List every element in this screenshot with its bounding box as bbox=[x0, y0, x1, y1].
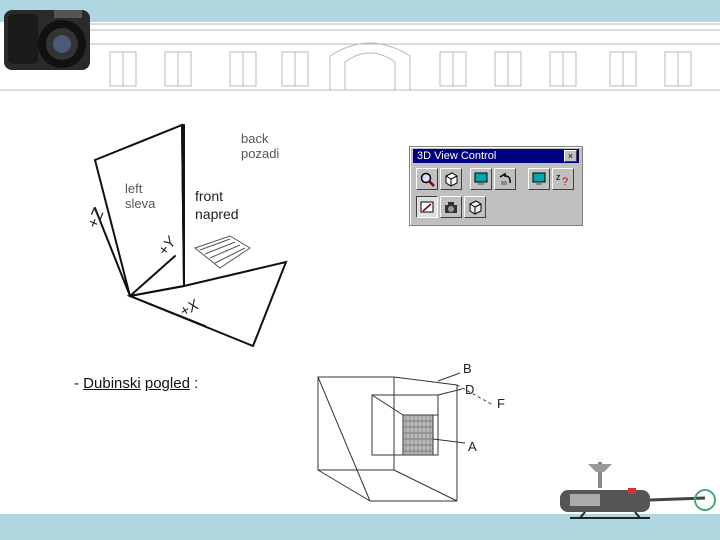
left-label-cz: sleva bbox=[125, 196, 156, 211]
window-arrow-icon bbox=[420, 201, 434, 213]
left-label: left bbox=[125, 181, 143, 196]
undo-view-button[interactable] bbox=[494, 168, 516, 190]
svg-text:?: ? bbox=[562, 176, 568, 187]
depth-box-diagram bbox=[317, 372, 494, 502]
title-bar[interactable]: 3D View Control × bbox=[413, 149, 579, 163]
window-title: 3D View Control bbox=[417, 150, 497, 162]
view-monitor-button[interactable] bbox=[528, 168, 550, 190]
monitor-icon bbox=[474, 172, 488, 185]
3d-view-control-window: 3D View Control × z? bbox=[409, 146, 583, 226]
rotate-view-button[interactable] bbox=[440, 168, 462, 190]
view-depth-button[interactable] bbox=[416, 196, 438, 218]
label-d: D bbox=[465, 382, 475, 397]
z-question-icon: z? bbox=[556, 172, 568, 187]
magnifier-icon bbox=[420, 172, 435, 187]
caption-prefix: - bbox=[74, 375, 84, 392]
render-cube-button[interactable] bbox=[464, 196, 486, 218]
svg-text:z: z bbox=[556, 172, 561, 182]
helicopter-image bbox=[560, 462, 716, 519]
coordinate-planes-diagram bbox=[93, 123, 288, 348]
header-band bbox=[0, 0, 720, 22]
label-f: F bbox=[497, 396, 505, 411]
camera-button[interactable] bbox=[440, 196, 462, 218]
display-view-button[interactable] bbox=[470, 168, 492, 190]
header-building-image bbox=[0, 10, 720, 91]
camera-icon bbox=[445, 202, 457, 213]
caption-suffix: : bbox=[189, 375, 199, 392]
front-label: front bbox=[195, 188, 224, 204]
depth-button[interactable]: z? bbox=[552, 168, 574, 190]
label-a: A bbox=[468, 439, 477, 454]
solid-cube-icon bbox=[469, 200, 482, 215]
back-label-cz: pozadi bbox=[241, 146, 280, 161]
depth-view-caption: - Dubinski pogled : bbox=[74, 375, 198, 392]
back-label: back bbox=[241, 131, 269, 146]
caption-word-dubinski: Dubinski bbox=[83, 375, 141, 392]
label-b: B bbox=[463, 361, 472, 376]
caption-word-pogled: pogled bbox=[144, 375, 190, 392]
cube-icon bbox=[445, 172, 458, 187]
front-label-cz: napred bbox=[195, 206, 239, 222]
monitor-icon bbox=[532, 172, 546, 185]
close-button[interactable]: × bbox=[564, 150, 577, 162]
undo-arrow-icon bbox=[499, 172, 511, 185]
zoom-button[interactable] bbox=[416, 168, 438, 190]
